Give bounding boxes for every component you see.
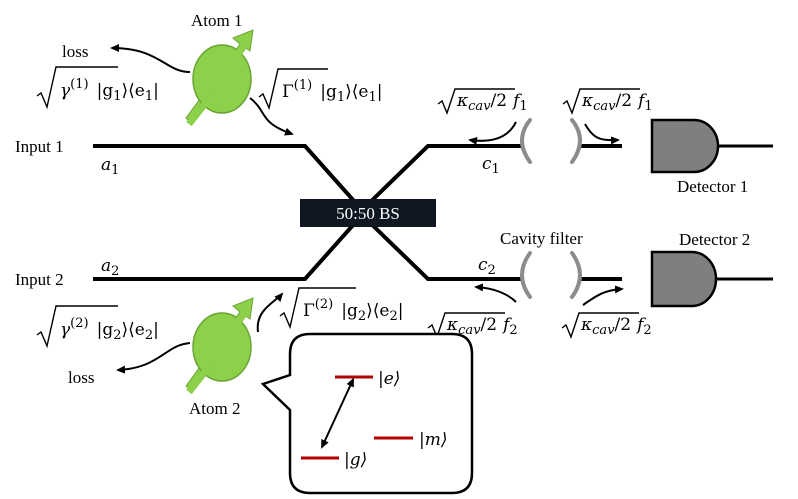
- svg-text:κcav/2f2: κcav/2f2: [580, 315, 652, 338]
- cavity-filter-label: Cavity filter: [500, 229, 583, 248]
- input-2-label: Input 2: [15, 270, 64, 289]
- detector-1-shape: [650, 118, 720, 174]
- input-1-label: Input 1: [15, 137, 64, 156]
- beam-splitter-box: [300, 199, 436, 227]
- cavity-2-reflect-arrow: [474, 283, 517, 303]
- cavity-2-transmit-arrow: [582, 285, 624, 306]
- energy-level-bubble: |e⟩ |m⟩ |g⟩: [260, 332, 474, 495]
- sqrt-sign: [279, 287, 356, 330]
- atom-1-label: Atom 1: [191, 11, 242, 30]
- cavity-mirrors: [520, 118, 582, 299]
- detector-1-label: Detector 1: [677, 177, 748, 196]
- input-1-waveguide: [93, 144, 364, 212]
- sqrt-sign: [561, 312, 639, 339]
- svg-text:κcav/2f1: κcav/2f1: [456, 91, 528, 114]
- waveguides: [93, 144, 773, 281]
- mode-a1-label: a1: [101, 155, 119, 178]
- beam-splitter-label: 50:50 BS: [336, 204, 400, 223]
- level-m-label: |m⟩: [419, 430, 447, 450]
- cavity-1-transmit-arrow: [584, 123, 620, 145]
- svg-text:κcav/2f2: κcav/2f2: [446, 315, 518, 338]
- svg-text:γ(1)|g1⟩⟨e1|: γ(1)|g1⟩⟨e1|: [60, 77, 159, 104]
- atom-1-spin-arrow-front: [186, 43, 247, 127]
- atom-2-label: Atom 2: [189, 399, 240, 418]
- output-2-waveguide: [360, 213, 522, 281]
- sqrt-sign: [258, 68, 328, 111]
- formula-loss-atom-2: γ(2)|g2⟩⟨e2|: [36, 305, 159, 349]
- sqrt-sign: [437, 88, 515, 115]
- formula-loss-atom-1: γ(1)|g1⟩⟨e1|: [36, 66, 159, 110]
- cavity-1-left-mirror: [520, 118, 532, 164]
- formula-emission-atom-2: Γ(2)|g2⟩⟨e2|: [279, 287, 403, 330]
- beam-splitter: 50:50 BS: [300, 199, 436, 227]
- svg-text:Γ(2)|g2⟩⟨e2|: Γ(2)|g2⟩⟨e2|: [303, 297, 403, 324]
- input-2-waveguide: [93, 213, 364, 281]
- svg-text:κcav/2f1: κcav/2f1: [581, 91, 653, 114]
- level-e-label: |e⟩: [378, 369, 400, 389]
- atom-2-loss-arrow: [116, 342, 191, 374]
- formula-emission-atom-1: Γ(1)|g1⟩⟨e1|: [258, 68, 382, 111]
- sqrt-sign: [36, 66, 118, 110]
- sqrt-sign: [36, 305, 118, 349]
- mode-c2-label: c2: [478, 255, 496, 278]
- loss-bottom-label: loss: [68, 368, 94, 387]
- atom-1-emission-arrow: [249, 97, 294, 136]
- cavity-1-right-mirror: [570, 118, 582, 164]
- detector-2-label: Detector 2: [679, 230, 750, 249]
- bubble-outline: [260, 332, 474, 495]
- cavity-2-right-mirror: [570, 251, 582, 299]
- loss-top-label: loss: [62, 42, 88, 61]
- mode-c1-label: c1: [482, 154, 500, 177]
- level-g-label: |g⟩: [344, 450, 367, 470]
- mode-a2-label: a2: [101, 256, 119, 279]
- transition-arrow: [321, 377, 354, 449]
- atom-1: [185, 29, 254, 127]
- atom-2: [185, 297, 254, 395]
- emission-arrows: [110, 44, 624, 374]
- detector-2-shape: [650, 250, 718, 308]
- atom-1-loss-arrow: [110, 44, 191, 73]
- sqrt-sign: [562, 88, 640, 115]
- detectors: [650, 118, 720, 308]
- cavity-2-left-mirror: [520, 251, 532, 299]
- svg-text:Γ(1)|g1⟩⟨e1|: Γ(1)|g1⟩⟨e1|: [282, 78, 382, 105]
- atom-2-spin-arrow-front: [186, 311, 247, 395]
- cavity-1-reflect-arrow: [468, 121, 517, 145]
- svg-text:γ(2)|g2⟩⟨e2|: γ(2)|g2⟩⟨e2|: [60, 316, 159, 343]
- atom-2-emission-arrow: [256, 292, 284, 333]
- output-1-waveguide: [360, 144, 522, 212]
